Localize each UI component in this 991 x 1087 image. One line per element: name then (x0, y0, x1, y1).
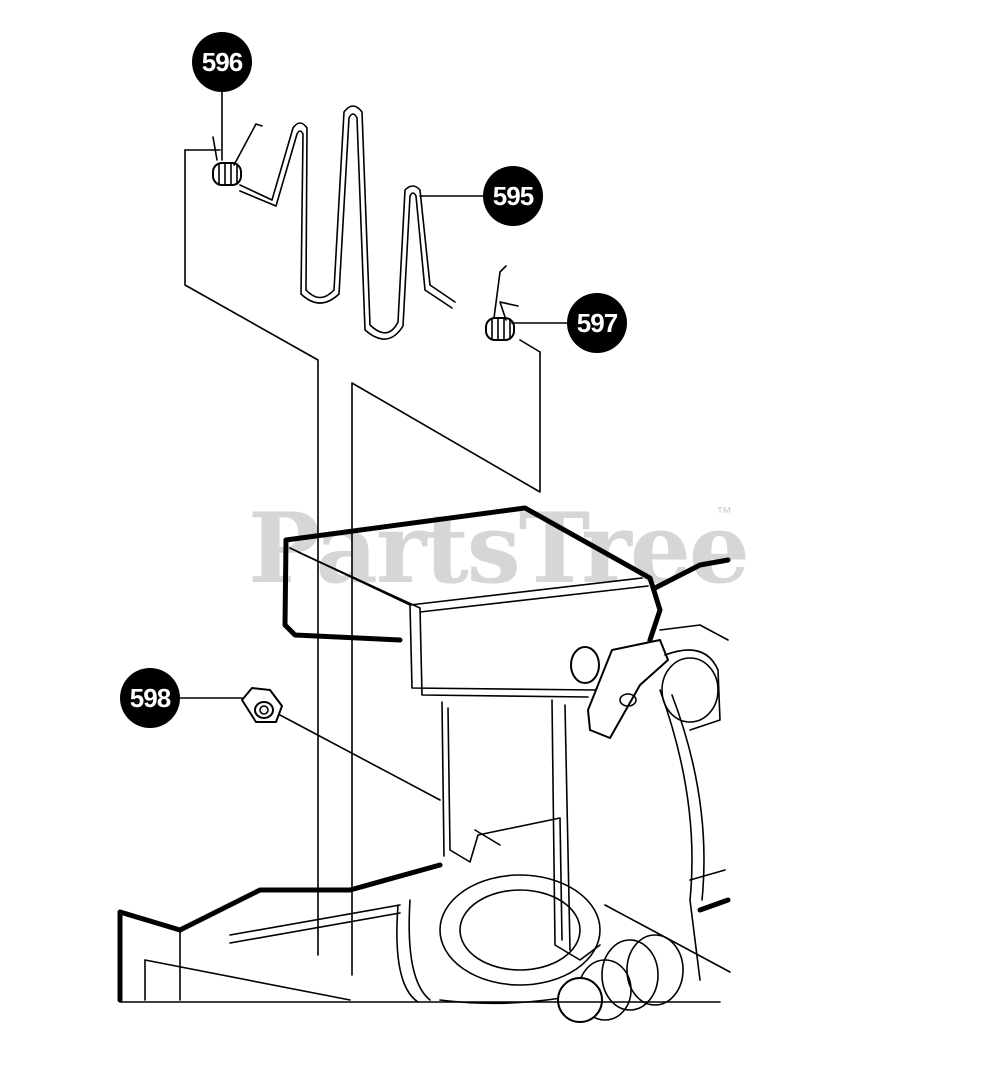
watermark-trademark: ™ (716, 505, 732, 522)
guide-lines (184, 149, 731, 976)
watermark: PartsTree ™ (248, 492, 750, 605)
callout-595-label: 595 (493, 181, 534, 211)
spring-597 (485, 265, 519, 341)
callout-598[interactable]: 598 (120, 668, 243, 728)
watermark-brand: PartsTree (248, 492, 748, 605)
callout-597-label: 597 (577, 308, 618, 338)
callout-595[interactable]: 595 (419, 166, 543, 226)
callout-597[interactable]: 597 (511, 293, 627, 353)
wire-bail-595 (239, 105, 456, 340)
callout-596[interactable]: 596 (192, 32, 252, 161)
spring-596 (212, 123, 263, 186)
callout-596-label: 596 (202, 47, 243, 77)
callout-598-label: 598 (130, 683, 171, 713)
nut-598 (241, 687, 283, 723)
housing-frame (117, 862, 731, 1003)
